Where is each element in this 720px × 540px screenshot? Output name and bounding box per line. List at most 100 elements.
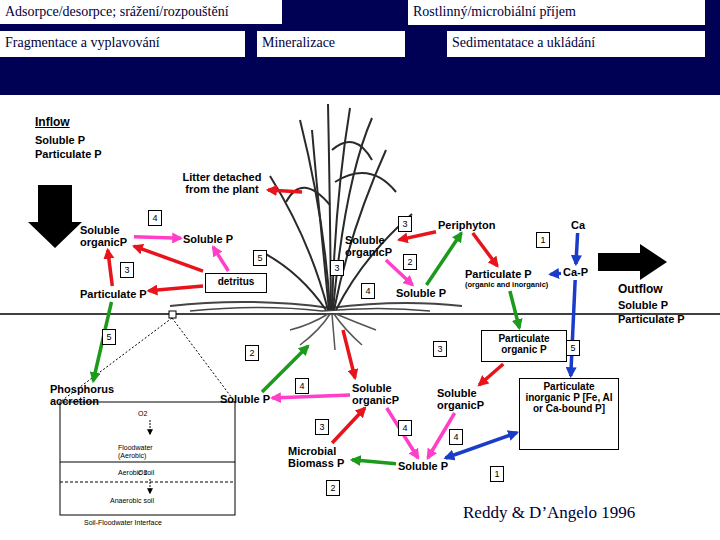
node-text: Soluble organicP <box>352 382 404 406</box>
phosphorus-pool: Particulate P <box>80 288 147 300</box>
zoom-marker <box>169 311 176 318</box>
flow-arrow <box>352 460 396 464</box>
plant-stem <box>333 118 372 310</box>
flow-arrow <box>108 250 113 286</box>
node-text: Soluble organicP <box>345 234 397 258</box>
outflow-arrow <box>598 244 667 280</box>
node-text: (organic and inorganic) <box>465 280 548 289</box>
callout-number: 4 <box>449 429 463 445</box>
flow-arrow <box>399 232 436 240</box>
node-text: Particulate P <box>80 288 147 300</box>
node-text: Mineralizace <box>262 34 400 51</box>
phosphorus-pool: Microbial Biomass P <box>288 445 350 469</box>
node-text: Adsorpce/desorpce; srážení/rozpouštění <box>5 3 277 20</box>
phosphorus-pool: Soluble organicP <box>437 387 489 411</box>
litter-arrow <box>268 190 302 192</box>
callout-number: 5 <box>102 329 116 345</box>
phosphorus-pool: Particulate P(organic and inorganic) <box>465 268 548 289</box>
plant <box>262 104 412 310</box>
flow-arrow <box>576 233 578 264</box>
flow-arrow <box>332 408 365 443</box>
flow-heading: Inflow <box>35 116 70 129</box>
callout-number: 1 <box>536 232 550 248</box>
flow-arrow <box>571 280 575 376</box>
plant-leaf <box>335 173 396 192</box>
inset-caption: Soil-Floodwater Interface <box>84 519 162 527</box>
plant-stem <box>328 104 331 310</box>
node-text: Ca-P <box>563 266 588 278</box>
callout-number: 3 <box>120 262 134 278</box>
flow-arrow <box>550 273 561 274</box>
node-text: Soluble P <box>183 233 233 245</box>
soil-layer-line <box>60 482 235 483</box>
callout-number: 4 <box>398 420 412 436</box>
citation: Reddy & D’Angelo 1996 <box>463 503 635 523</box>
flow-arrow <box>473 233 498 266</box>
layer-label: Anaerobic soil <box>110 497 154 505</box>
phosphorus-pool: Soluble organicP <box>352 382 404 406</box>
flow-heading: Outflow <box>618 283 663 296</box>
plant-stem <box>270 176 328 310</box>
oxygen-arrow <box>150 479 151 493</box>
oxygen-arrow <box>150 420 151 434</box>
rhizome <box>190 308 430 312</box>
phosphorus-pool: Ca-P <box>563 266 588 278</box>
callout-number: 4 <box>361 283 375 299</box>
root <box>336 314 376 330</box>
pool-box: Particulate inorganic P [Fe, Al or Ca-bo… <box>519 378 619 450</box>
callout-number: 5 <box>566 340 580 356</box>
process-heading-box: Mineralizace <box>257 31 405 57</box>
root <box>332 314 335 350</box>
oxygen-label: O2 <box>138 410 147 418</box>
root <box>300 314 330 345</box>
flow-component: Soluble P <box>618 299 668 311</box>
flow-arrow <box>426 233 461 285</box>
phosphorus-pool: Soluble P <box>398 460 448 472</box>
plant-stem <box>312 130 329 310</box>
node-text: Rostlinný/microbiální příjem <box>413 3 700 20</box>
flow-component: Soluble P <box>35 134 85 146</box>
root-release-arrow <box>343 330 355 378</box>
phosphorus-pool: Soluble organicP <box>345 234 397 258</box>
node-text: Particulate P <box>465 268 548 280</box>
callout-number: 3 <box>398 216 412 232</box>
header-band <box>0 0 720 95</box>
node-text: Ca <box>571 219 585 231</box>
flow-arrow <box>387 408 418 458</box>
soil-layer-line <box>60 462 235 463</box>
node-text: Particulate organic P <box>485 333 563 355</box>
callout-number: 4 <box>295 378 309 394</box>
flow-arrow <box>134 237 181 238</box>
node-text: Periphyton <box>438 219 495 231</box>
flow-arrow <box>272 395 350 398</box>
node-text: Soluble P <box>220 393 270 405</box>
callout-number: 1 <box>490 466 504 482</box>
flow-arrow <box>213 247 228 271</box>
litter-label: Litter detached from the plant <box>174 171 270 195</box>
flow-component: Particulate P <box>35 148 102 160</box>
process-heading-box: Sedimentatace a ukládání <box>447 31 705 57</box>
pool-box: detritus <box>205 273 267 293</box>
node-text: Soluble P <box>398 460 448 472</box>
flow-arrow <box>149 286 203 291</box>
zoom-line <box>172 318 235 402</box>
node-text: Fragmentace a vyplavování <box>5 34 240 51</box>
phosphorus-pool: Soluble P <box>183 233 233 245</box>
phosphorus-pool: Phosphorus accretion <box>50 383 130 407</box>
layer-label: Floodwater (Aerobic) <box>118 444 160 460</box>
callout-number: 2 <box>403 254 417 270</box>
process-heading-box: Rostlinný/microbiální příjem <box>408 0 705 25</box>
callout-number: 2 <box>326 480 340 496</box>
phosphorus-pool: Soluble organicP <box>80 224 132 248</box>
node-text: Soluble P <box>396 287 446 299</box>
callout-number: 3 <box>315 419 329 435</box>
phosphorus-pool: Ca <box>571 219 585 231</box>
callout-number: 5 <box>253 250 267 266</box>
process-heading-box: Adsorpce/desorpce; srážení/rozpouštění <box>0 0 282 24</box>
inflow-arrow <box>28 185 82 248</box>
node-text: Soluble organicP <box>437 387 489 411</box>
callout-number: 3 <box>330 260 344 276</box>
